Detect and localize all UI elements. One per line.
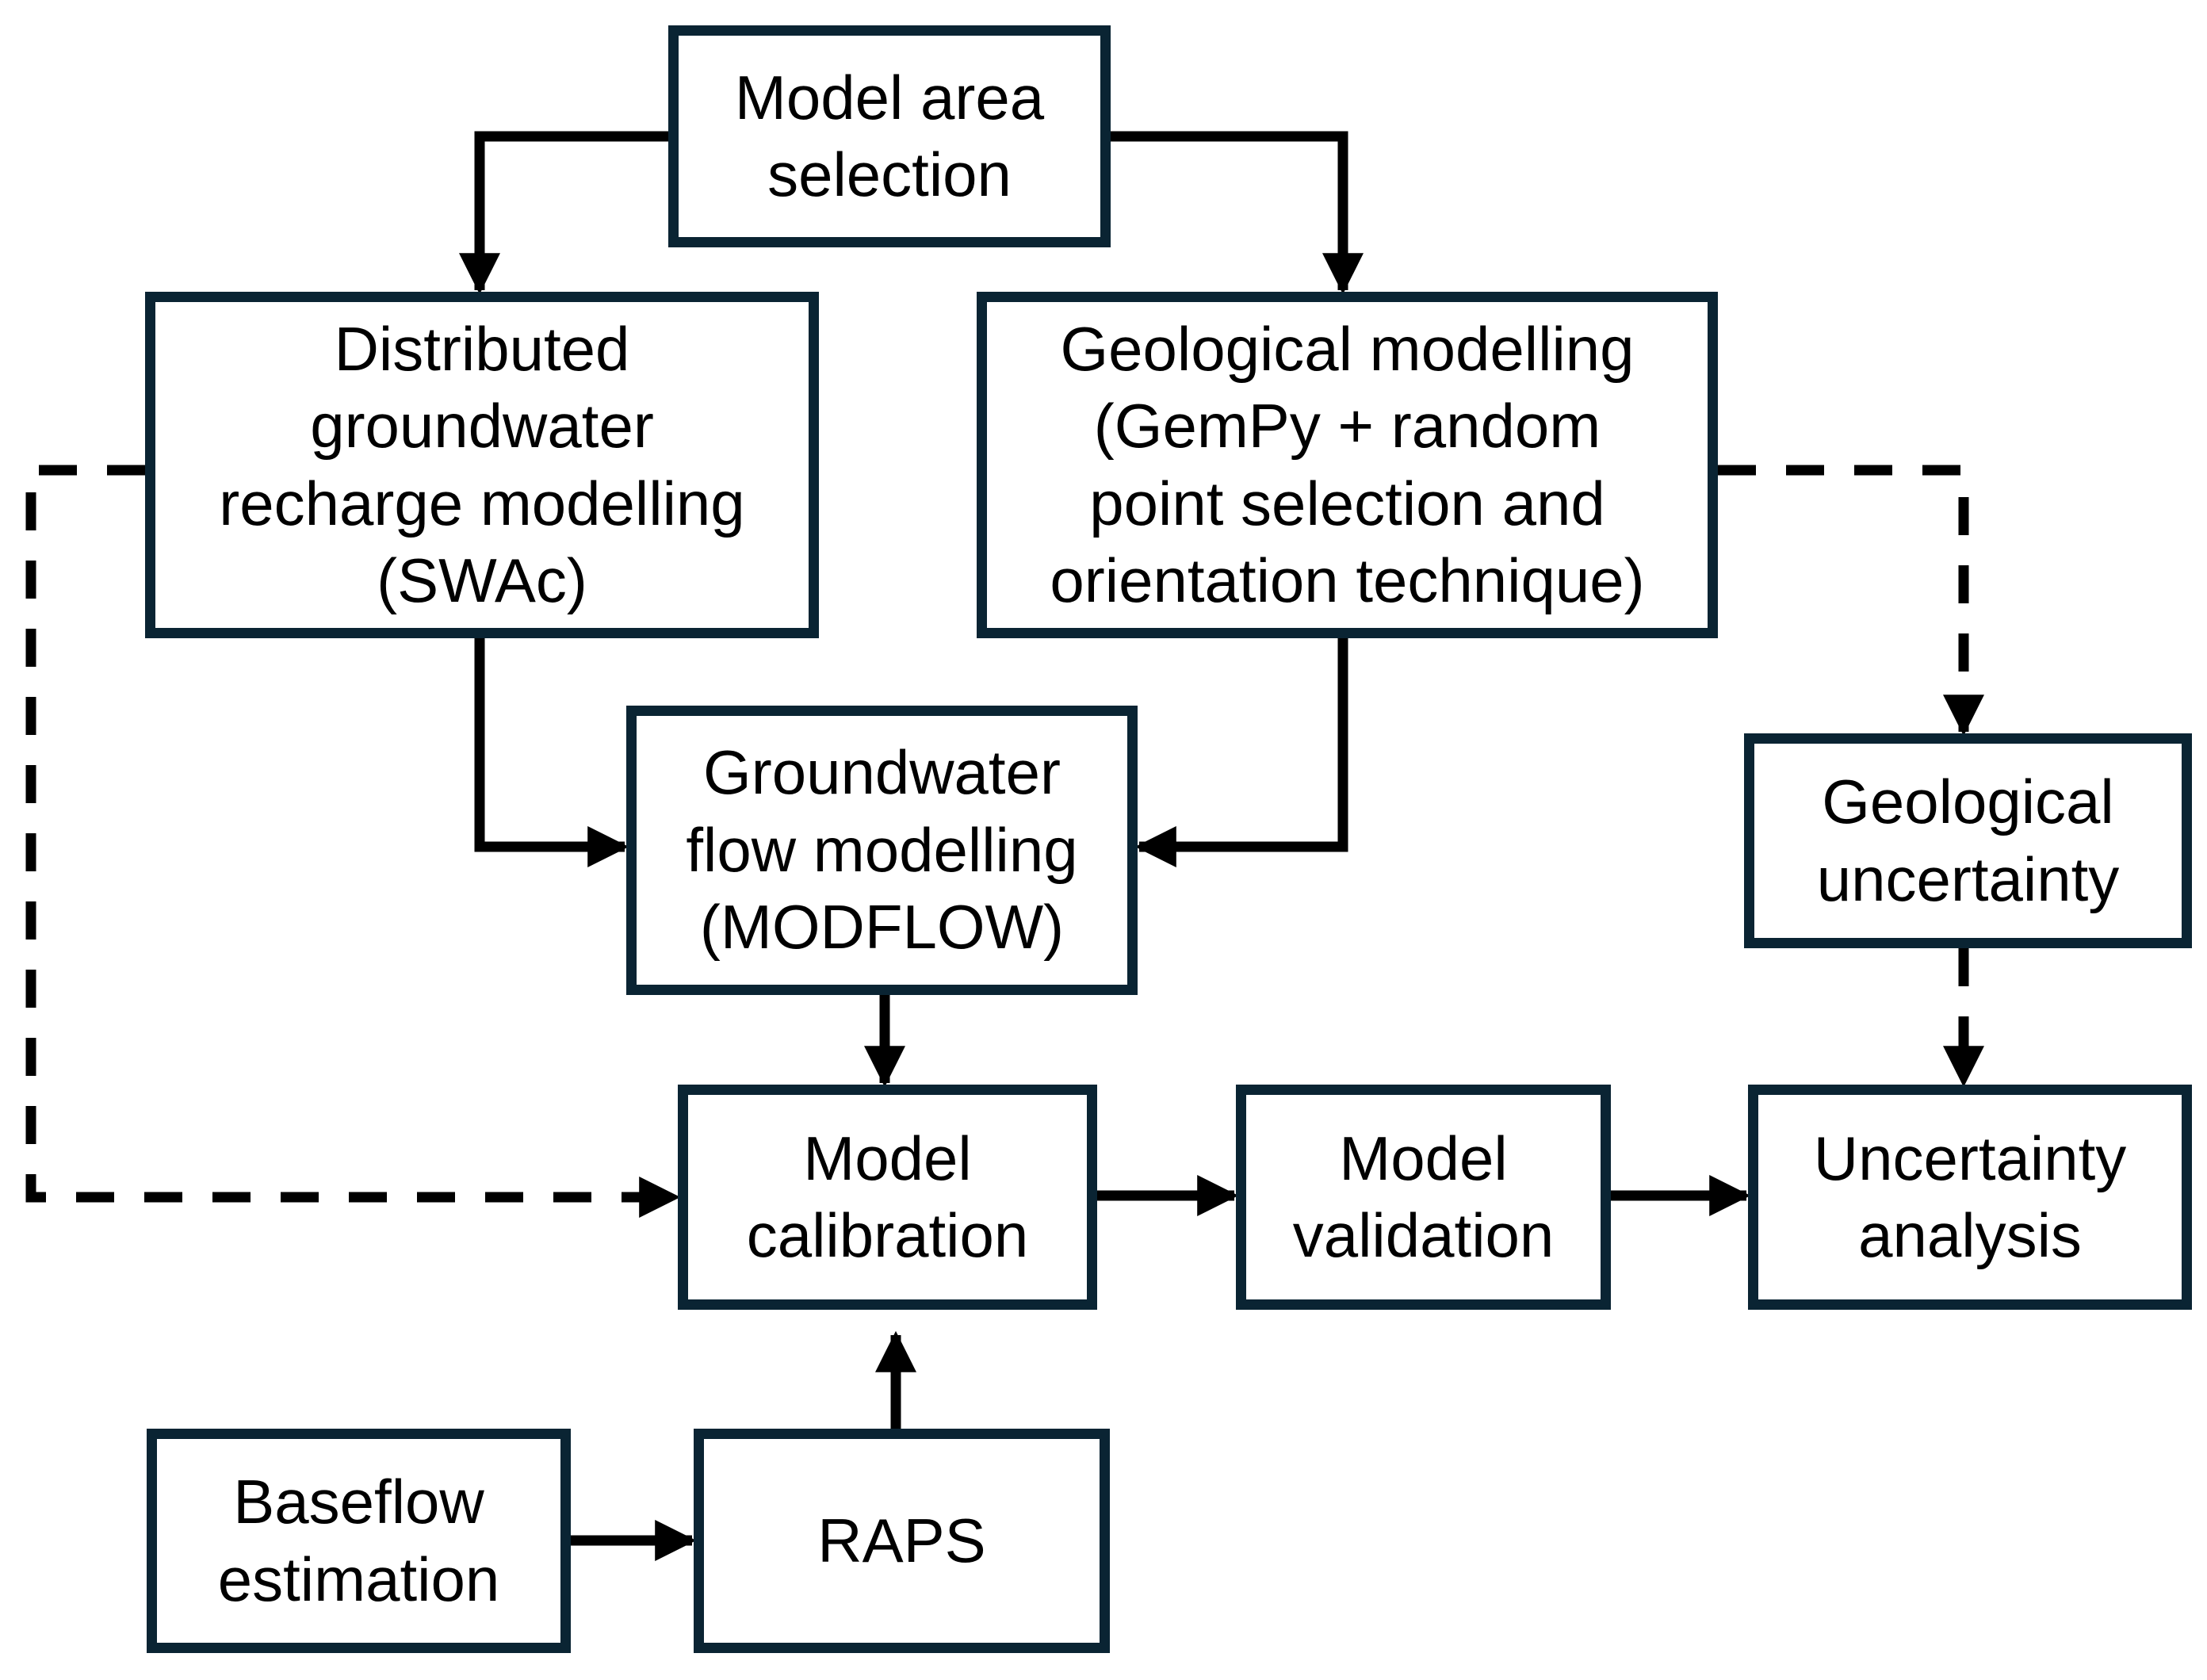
node-raps: RAPS [694, 1429, 1110, 1653]
edge-model-area-to-distributed [459, 131, 668, 295]
node-geological-modelling: Geological modelling (GemPy + random poi… [977, 292, 1718, 638]
node-baseflow-estimation-label: Baseflow estimation [217, 1467, 500, 1614]
edge-distributed-to-modflow [474, 638, 629, 867]
node-geological-uncertainty-label: Geological uncertainty [1816, 767, 2120, 914]
node-uncertainty-analysis: Uncertainty analysis [1748, 1085, 2192, 1310]
node-uncertainty-analysis-label: Uncertainty analysis [1813, 1123, 2127, 1271]
node-baseflow-estimation: Baseflow estimation [147, 1429, 571, 1653]
node-model-area-selection-label: Model area selection [734, 62, 1045, 210]
node-distributed-recharge-modelling: Distributed groundwater recharge modelli… [145, 292, 819, 638]
edge-model-area-to-geological [1111, 131, 1364, 295]
node-model-calibration: Model calibration [678, 1085, 1097, 1310]
node-distributed-recharge-modelling-label: Distributed groundwater recharge modelli… [219, 313, 745, 616]
node-geological-modelling-label: Geological modelling (GemPy + random poi… [1050, 313, 1645, 616]
edge-geological-to-modflow [1134, 638, 1348, 867]
node-model-validation-label: Model validation [1292, 1123, 1555, 1271]
node-raps-label: RAPS [817, 1505, 986, 1575]
node-geological-uncertainty: Geological uncertainty [1744, 733, 2192, 948]
node-model-validation: Model validation [1236, 1085, 1611, 1310]
node-model-area-selection: Model area selection [668, 25, 1111, 247]
node-model-calibration-label: Model calibration [746, 1123, 1029, 1271]
node-groundwater-flow-modelling: Groundwater flow modelling (MODFLOW) [626, 706, 1138, 995]
edge-geological-to-geo-uncertainty-dashed [1718, 465, 1984, 737]
node-groundwater-flow-modelling-label: Groundwater flow modelling (MODFLOW) [686, 737, 1078, 962]
edge-distributed-to-calibration-dashed [25, 465, 681, 1218]
